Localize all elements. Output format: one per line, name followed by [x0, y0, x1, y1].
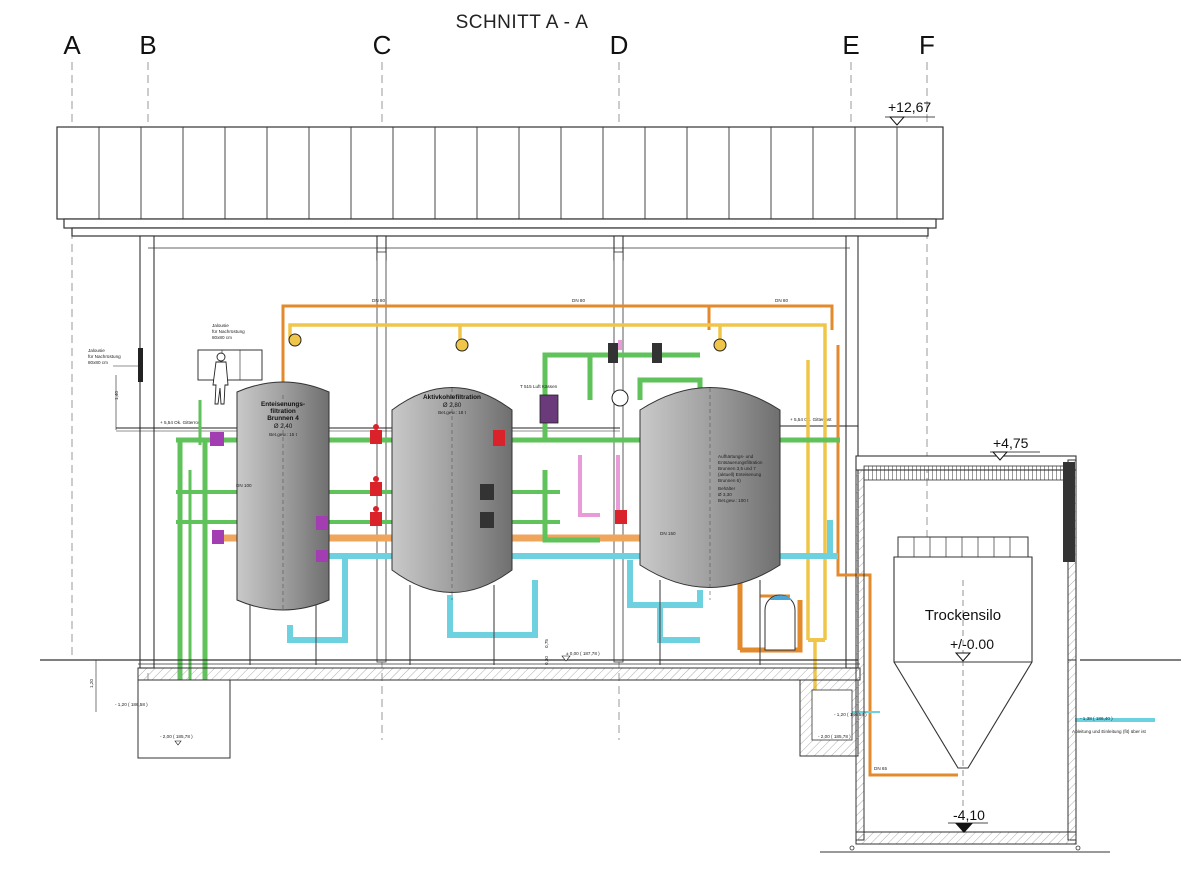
roof-elevation-marker: +12,67 — [885, 99, 935, 126]
jalousie-top-line1: Jalousie — [212, 323, 229, 328]
ground-line: ± 0,00 ( 187,78 ) 0,30 0,75 — [40, 639, 1181, 759]
sump-elev-3: - 2,00 ( 185,78 ) — [818, 734, 851, 739]
valve-red-icon — [370, 476, 382, 496]
tank2-line3: Bet.gew.: 18 t — [438, 410, 467, 415]
valve-dark-icon — [480, 343, 662, 528]
tank1-line2: filtration — [270, 408, 296, 415]
outside-elevation: - 1,38 ( 186,40 ) — [1080, 716, 1113, 721]
tank3-line2: Entsäuerungsfiltration — [718, 460, 763, 465]
tank3-line3: Brunnen 3,5 und 7 — [718, 466, 756, 471]
axis-label-e: E — [842, 30, 859, 60]
gitterrost-left-label: + 5,54 Ok. Gitterrost — [160, 420, 202, 425]
tank-aufhaertung: Aufhärtungs- und Entsäuerungsfiltration … — [639, 387, 781, 600]
valve-red-icon — [370, 506, 382, 526]
tank3-line7: Ø 3,30 — [718, 492, 732, 497]
trockensilo: Trockensilo +/-0.00 -4,10 — [893, 536, 1033, 833]
tank3-line1: Aufhärtungs- und — [718, 454, 754, 459]
tank2-line1: Aktivkohlefiltration — [423, 394, 481, 401]
tank1-line4: Ø 2,40 — [274, 423, 293, 430]
tank1-line3: Brunnen 4 — [267, 415, 299, 422]
elevation-pit-bottom: -4,10 — [953, 807, 985, 823]
pipe-label-dn100: DN 100 — [236, 483, 252, 488]
tank2-line2: Ø 2,80 — [443, 402, 462, 409]
valve-purple-icon — [316, 550, 328, 562]
tank-legs — [249, 580, 761, 665]
tank1-line5: Bet.gew.: 15 t — [269, 432, 298, 437]
sump-elev-4: - 1,20 ( 186,58 ) — [834, 712, 867, 717]
elevation-silo-roof: +4,75 — [993, 435, 1029, 451]
jalousie-top-line3: 80x80 cm — [212, 335, 232, 340]
pump-label: T 515 Luft Kässen — [520, 384, 558, 389]
pipe-label-dn80-b: DN 80 — [572, 298, 585, 303]
valve-red-icon — [615, 510, 627, 524]
outside-elev-label: - 1,38 ( 186,40 ) — [1080, 716, 1113, 721]
pipe-label-dn80-a: DN 80 — [372, 298, 385, 303]
jalousie-left-line3: 80x80 cm — [88, 360, 108, 365]
pipe-note-right: Ableitung und Einleitung (fit) über ist — [1072, 729, 1147, 734]
dim-slab2: 0,75 — [544, 639, 549, 648]
valve-purple-icon — [316, 516, 328, 530]
tank3-line5: Brunnen 6) — [718, 478, 741, 483]
silo-label: Trockensilo — [925, 607, 1001, 624]
pipe-labels: DN 80 DN 80 DN 80 DN 100 DN 150 DN 65 Ab… — [236, 298, 1147, 771]
axis-label-c: C — [373, 30, 392, 60]
foundation-dims: 1,20 - 1,20 ( 186,58 ) - 2,00 ( 185,78 ) — [89, 660, 193, 746]
person-figure — [212, 352, 229, 405]
sump-elev-2: - 2,00 ( 185,78 ) — [160, 734, 193, 739]
valves: T 515 Luft Kässen — [210, 333, 796, 651]
jalousie-left-line1: Jalousie — [88, 348, 105, 353]
jalousie-left: Jalousie für Nachrüstung 80x80 cm 1,40 — [88, 348, 143, 430]
pipes-pink — [578, 340, 622, 517]
tank3-line8: Bet.gew.: 100 t — [718, 498, 749, 503]
jalousie-height-dim: 1,40 — [114, 391, 119, 400]
valve-red-icon — [493, 430, 505, 446]
drawing-title: SCHNITT A - A — [456, 12, 589, 33]
valve-red-icon — [370, 424, 382, 444]
tank3-line6: Behälter — [718, 486, 736, 491]
elevation-zero: +/-0.00 — [950, 636, 994, 652]
valve-purple-icon — [210, 432, 224, 446]
dim-slab: 0,30 — [544, 656, 549, 665]
tank1-line1: Enteisenungs- — [261, 401, 305, 408]
tank-aktivkohle: Aktivkohlefiltration Ø 2,80 Bet.gew.: 18… — [391, 387, 513, 600]
fitting-blue-icon — [764, 594, 796, 651]
pipe-label-dn150: DN 150 — [660, 531, 676, 536]
sump-elev-1: - 1,20 ( 186,58 ) — [115, 702, 148, 707]
gitterrost-right-label: + 5,54 Ok. Gitterrost — [790, 417, 832, 422]
silo-building: +4,75 — [820, 435, 1110, 853]
tank-enteisenung: Enteisenungs- filtration Brunnen 4 Ø 2,4… — [236, 381, 330, 611]
roof — [56, 126, 944, 237]
jalousie-top-line2: für Nachrüstung — [212, 329, 245, 334]
tank3-line4: (aktuell) Enteisenung — [718, 472, 762, 477]
pump-icon: T 515 Luft Kässen — [520, 384, 559, 424]
elevation-roof-label: +12,67 — [888, 99, 931, 115]
pipe-label-dn65: DN 65 — [874, 766, 887, 771]
dim-found-depth: 1,20 — [89, 679, 94, 688]
axis-label-d: D — [610, 30, 629, 60]
meter-icon — [288, 333, 727, 407]
axis-label-b: B — [139, 30, 156, 60]
jalousie-top: Jalousie für Nachrüstung 80x80 cm — [197, 323, 263, 381]
jalousie-left-line2: für Nachrüstung — [88, 354, 121, 359]
floor-level-label: ± 0,00 ( 187,78 ) — [566, 651, 600, 656]
axis-label-f: F — [919, 30, 935, 60]
valve-purple-icon — [212, 530, 224, 544]
pipe-label-dn80-c: DN 80 — [775, 298, 788, 303]
axis-label-a: A — [63, 30, 81, 60]
pipes-filtrate — [288, 323, 827, 700]
